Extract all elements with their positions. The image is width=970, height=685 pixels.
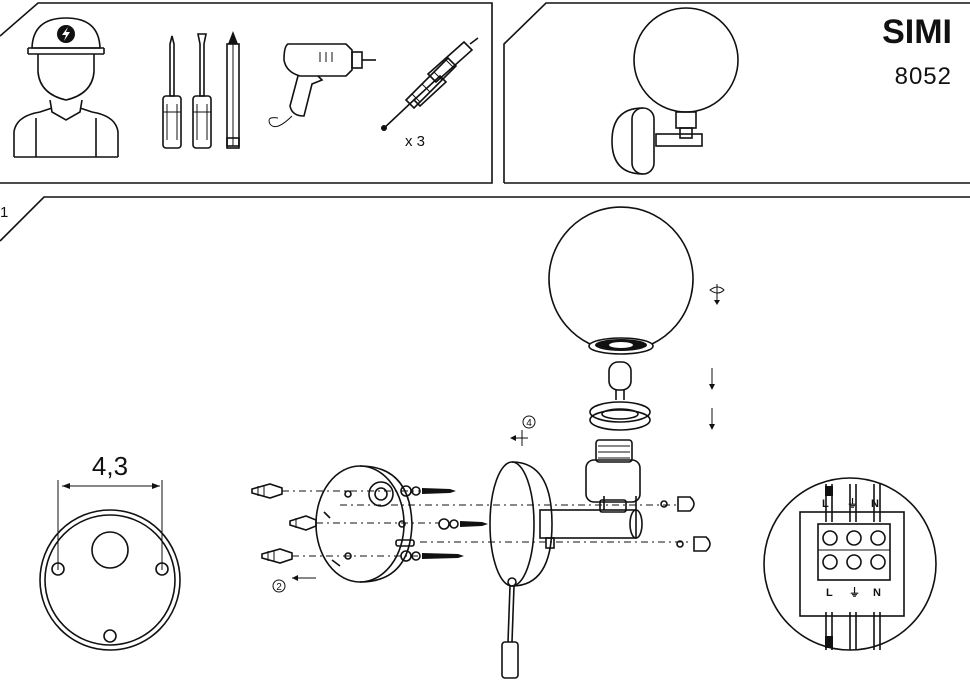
tools-panel: x 3 [0, 2, 493, 184]
product-name: SIMI [882, 13, 952, 51]
callout-2-number: 2 [276, 582, 282, 593]
worker-helmet-icon [13, 17, 119, 158]
callout-4: 4 [510, 415, 536, 446]
product-code: 8052 [895, 63, 952, 90]
step-number: 1 [0, 204, 8, 221]
rotate-arrow-icon [709, 284, 725, 305]
drilling-template: 4,3 [39, 451, 181, 651]
bulb-icon [608, 361, 632, 400]
dowel-screw-icon [381, 37, 479, 131]
dowel-quantity-label: x 3 [405, 133, 425, 150]
product-panel: SIMI 8052 [503, 2, 970, 184]
phillips-screwdriver-icon [162, 35, 182, 149]
flat-screwdriver-icon [192, 33, 212, 149]
fixing-screws [400, 485, 488, 562]
lamp-preview-icon [611, 7, 739, 175]
socket-holder [585, 439, 641, 513]
down-arrows [709, 368, 715, 430]
terminal-bottom-earth: ⏚ [849, 586, 860, 599]
dimension-label: 4,3 [92, 451, 128, 481]
sealing-ring [589, 401, 651, 431]
wiring-detail: L ⏚ N L ⏚ N [763, 477, 937, 651]
cap-nuts [660, 496, 711, 552]
terminal-bottom-n: N [873, 587, 881, 599]
terminal-top-l: L [822, 498, 829, 510]
pencil-icon [226, 31, 240, 149]
callout-4-number: 4 [526, 418, 532, 429]
mounting-plate [315, 465, 415, 583]
terminal-top-n: N [871, 498, 879, 510]
terminal-top-earth: ⏚ [847, 497, 858, 510]
callout-2: 2 [272, 575, 316, 593]
lamp-body [489, 461, 643, 679]
wall-dowels [251, 483, 317, 564]
drill-icon [268, 43, 376, 128]
step-panel: 1 4,3 [0, 196, 970, 679]
terminal-bottom-l: L [826, 587, 833, 599]
glass-globe [548, 206, 694, 355]
